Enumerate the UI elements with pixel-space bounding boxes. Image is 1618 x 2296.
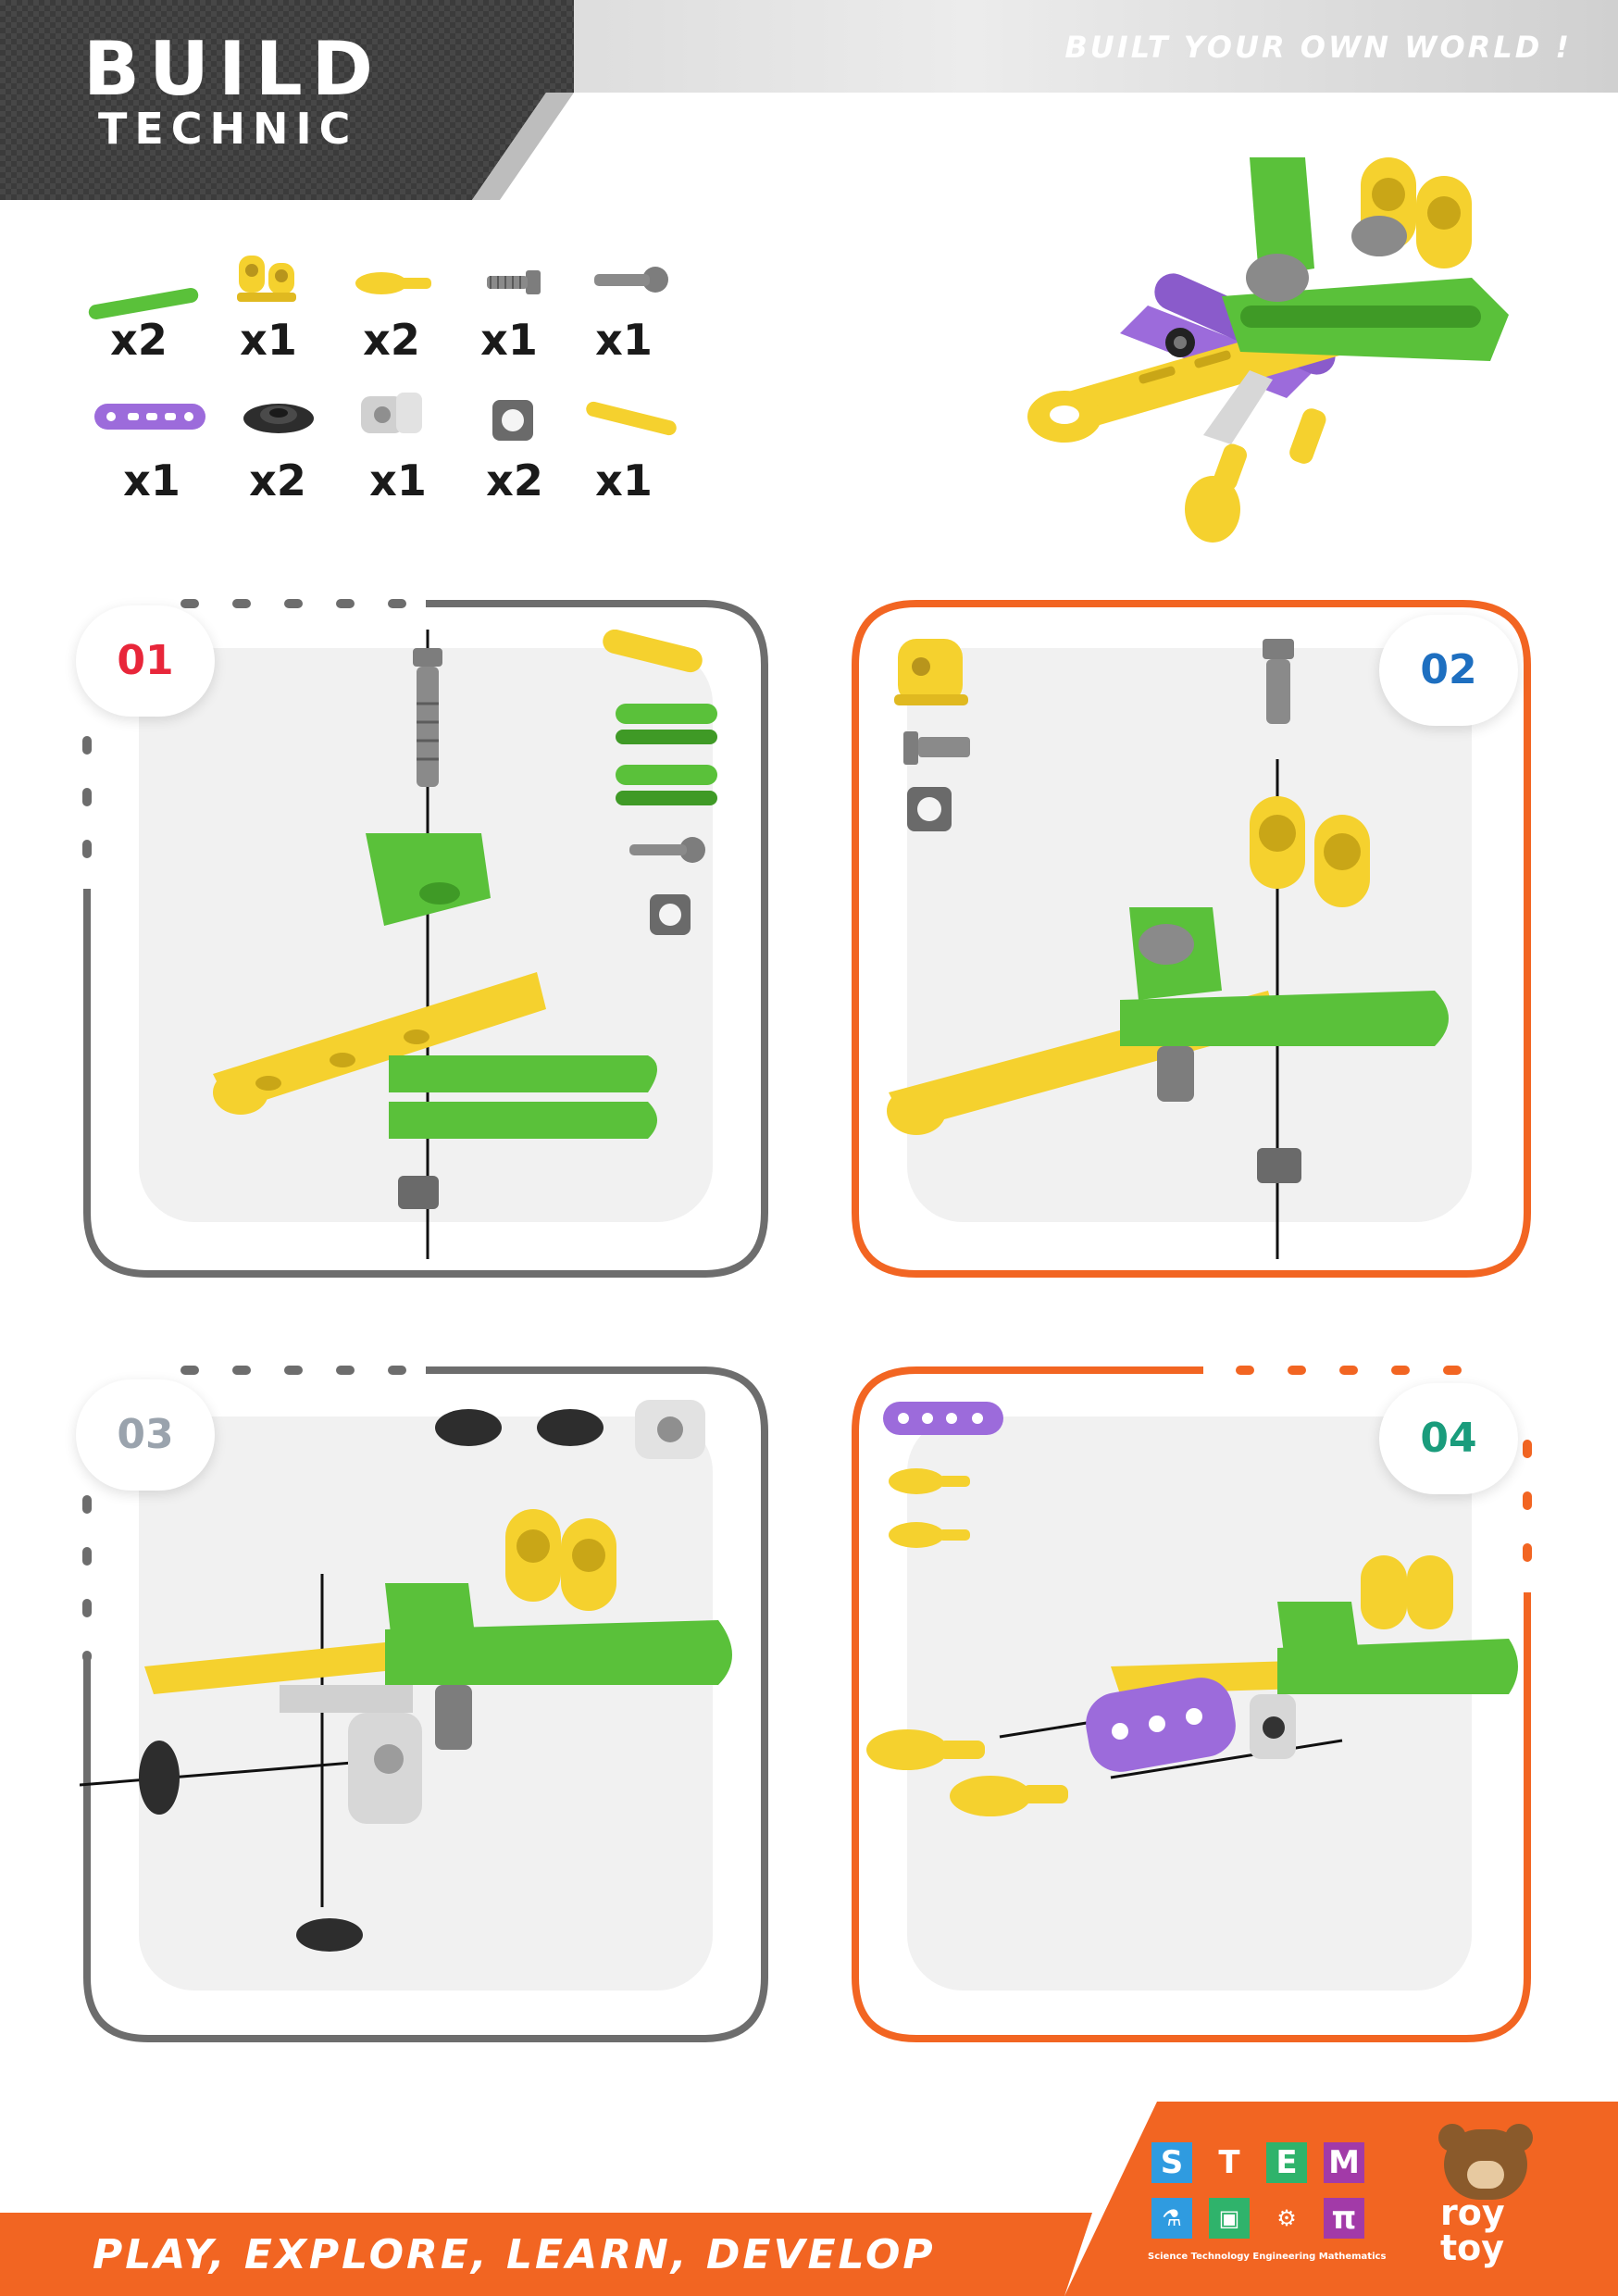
stem-letter-s: S: [1151, 2142, 1192, 2183]
part-qty: x1: [480, 315, 538, 365]
stem-letter-m: M: [1324, 2142, 1364, 2183]
step-number: 01: [117, 637, 174, 684]
part-qty: x1: [595, 315, 653, 365]
step-badge-02: 02: [1379, 615, 1518, 726]
yellow-bracket-icon: [237, 256, 296, 302]
stem-letter-t: T: [1209, 2142, 1250, 2183]
part-qty: x2: [249, 455, 306, 505]
mathematics-icon: π: [1324, 2198, 1364, 2239]
part-qty: x2: [363, 315, 420, 365]
parts-list: x2 x1 x2 x1 x1 x1 x2 x1 x2 x1: [74, 241, 703, 518]
yellow-peg-icon: [355, 272, 431, 294]
part-qty: x1: [123, 455, 180, 505]
part-qty: x1: [369, 455, 427, 505]
final-model-illustration: [1027, 157, 1509, 543]
step-04-illustration: [866, 1402, 1518, 1816]
step-panel-03-bg: [139, 1416, 713, 1990]
part-qty: x1: [240, 315, 297, 365]
bear-ear-icon: [1505, 2124, 1533, 2152]
technology-icon: ▣: [1209, 2198, 1250, 2239]
step-02-illustration: [887, 639, 1449, 1259]
part-qty: x2: [110, 315, 168, 365]
yellow-beam-icon: [586, 401, 677, 436]
engineering-icon: ⚙: [1266, 2198, 1307, 2239]
step-badge-04: 04: [1379, 1383, 1518, 1494]
brand-plate: [0, 0, 574, 200]
step-badge-03: 03: [76, 1379, 215, 1491]
logo-roy: roy: [1440, 2192, 1505, 2233]
stem-letter-e: E: [1266, 2142, 1307, 2183]
footer-slogan: PLAY, EXPLORE, LEARN, DEVELOP: [93, 2231, 936, 2278]
bear-muzzle-icon: [1467, 2161, 1504, 2189]
green-beam-icon: [88, 287, 199, 320]
step-number: 02: [1420, 646, 1477, 693]
brand-line-1: BUILD: [83, 26, 383, 112]
square-nut-icon: [492, 400, 533, 441]
short-screw-icon: [487, 270, 541, 294]
step-badge-01: 01: [76, 605, 215, 717]
step-number: 03: [117, 1411, 174, 1458]
science-icon: ⚗: [1151, 2198, 1192, 2239]
stem-logo: S T E M ⚗ ▣ ⚙ π Science Technology Engin…: [1148, 2139, 1386, 2277]
long-screw-icon: [594, 267, 668, 293]
stem-caption: Science Technology Engineering Mathemati…: [1148, 2252, 1387, 2262]
part-qty: x1: [595, 455, 653, 505]
step-01-illustration: [213, 630, 717, 1259]
roytoy-logo: roy toy: [1425, 2120, 1555, 2277]
gray-bracket-icon: [361, 393, 422, 433]
brand-line-2: TECHNIC: [98, 104, 358, 154]
step-number: 04: [1420, 1415, 1477, 1462]
bear-ear-icon: [1438, 2124, 1466, 2152]
purple-beam-icon: [94, 404, 205, 430]
logo-toy: toy: [1440, 2227, 1505, 2268]
part-qty: x2: [486, 455, 543, 505]
black-nut-icon: [243, 404, 314, 433]
tagline: BUILT YOUR OWN WORLD !: [1064, 30, 1572, 65]
step-03-illustration: [80, 1400, 732, 1952]
